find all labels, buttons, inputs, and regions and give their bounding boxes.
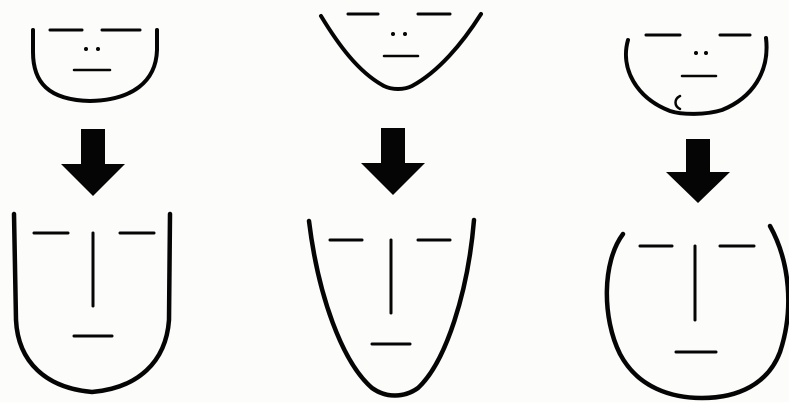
face-1-before-outline [33,30,157,101]
face-3-before-double-chin [676,96,681,109]
face-1-after [14,214,170,392]
face-3-before [626,35,767,114]
face-2-after [309,220,474,396]
face-1-before-nostril-right [96,47,100,51]
face-2-before-outline [321,14,481,89]
face-1-before-nostril-left [84,47,88,51]
face-3-before-nostril-right [704,51,708,55]
down-arrow-icon [666,139,730,203]
face-2-before-nostril-right [403,32,407,36]
down-arrow-icon [61,129,125,196]
face-2-before [321,14,481,89]
column-3 [607,35,788,398]
face-3-before-nostril-left [694,51,698,55]
down-arrow-icon [361,128,425,195]
face-3-after [607,226,788,398]
column-2 [309,14,481,396]
column-1 [14,30,170,392]
face-1-before [33,30,157,101]
face-2-before-nostril-left [391,32,395,36]
face-3-after-outline [607,226,788,398]
